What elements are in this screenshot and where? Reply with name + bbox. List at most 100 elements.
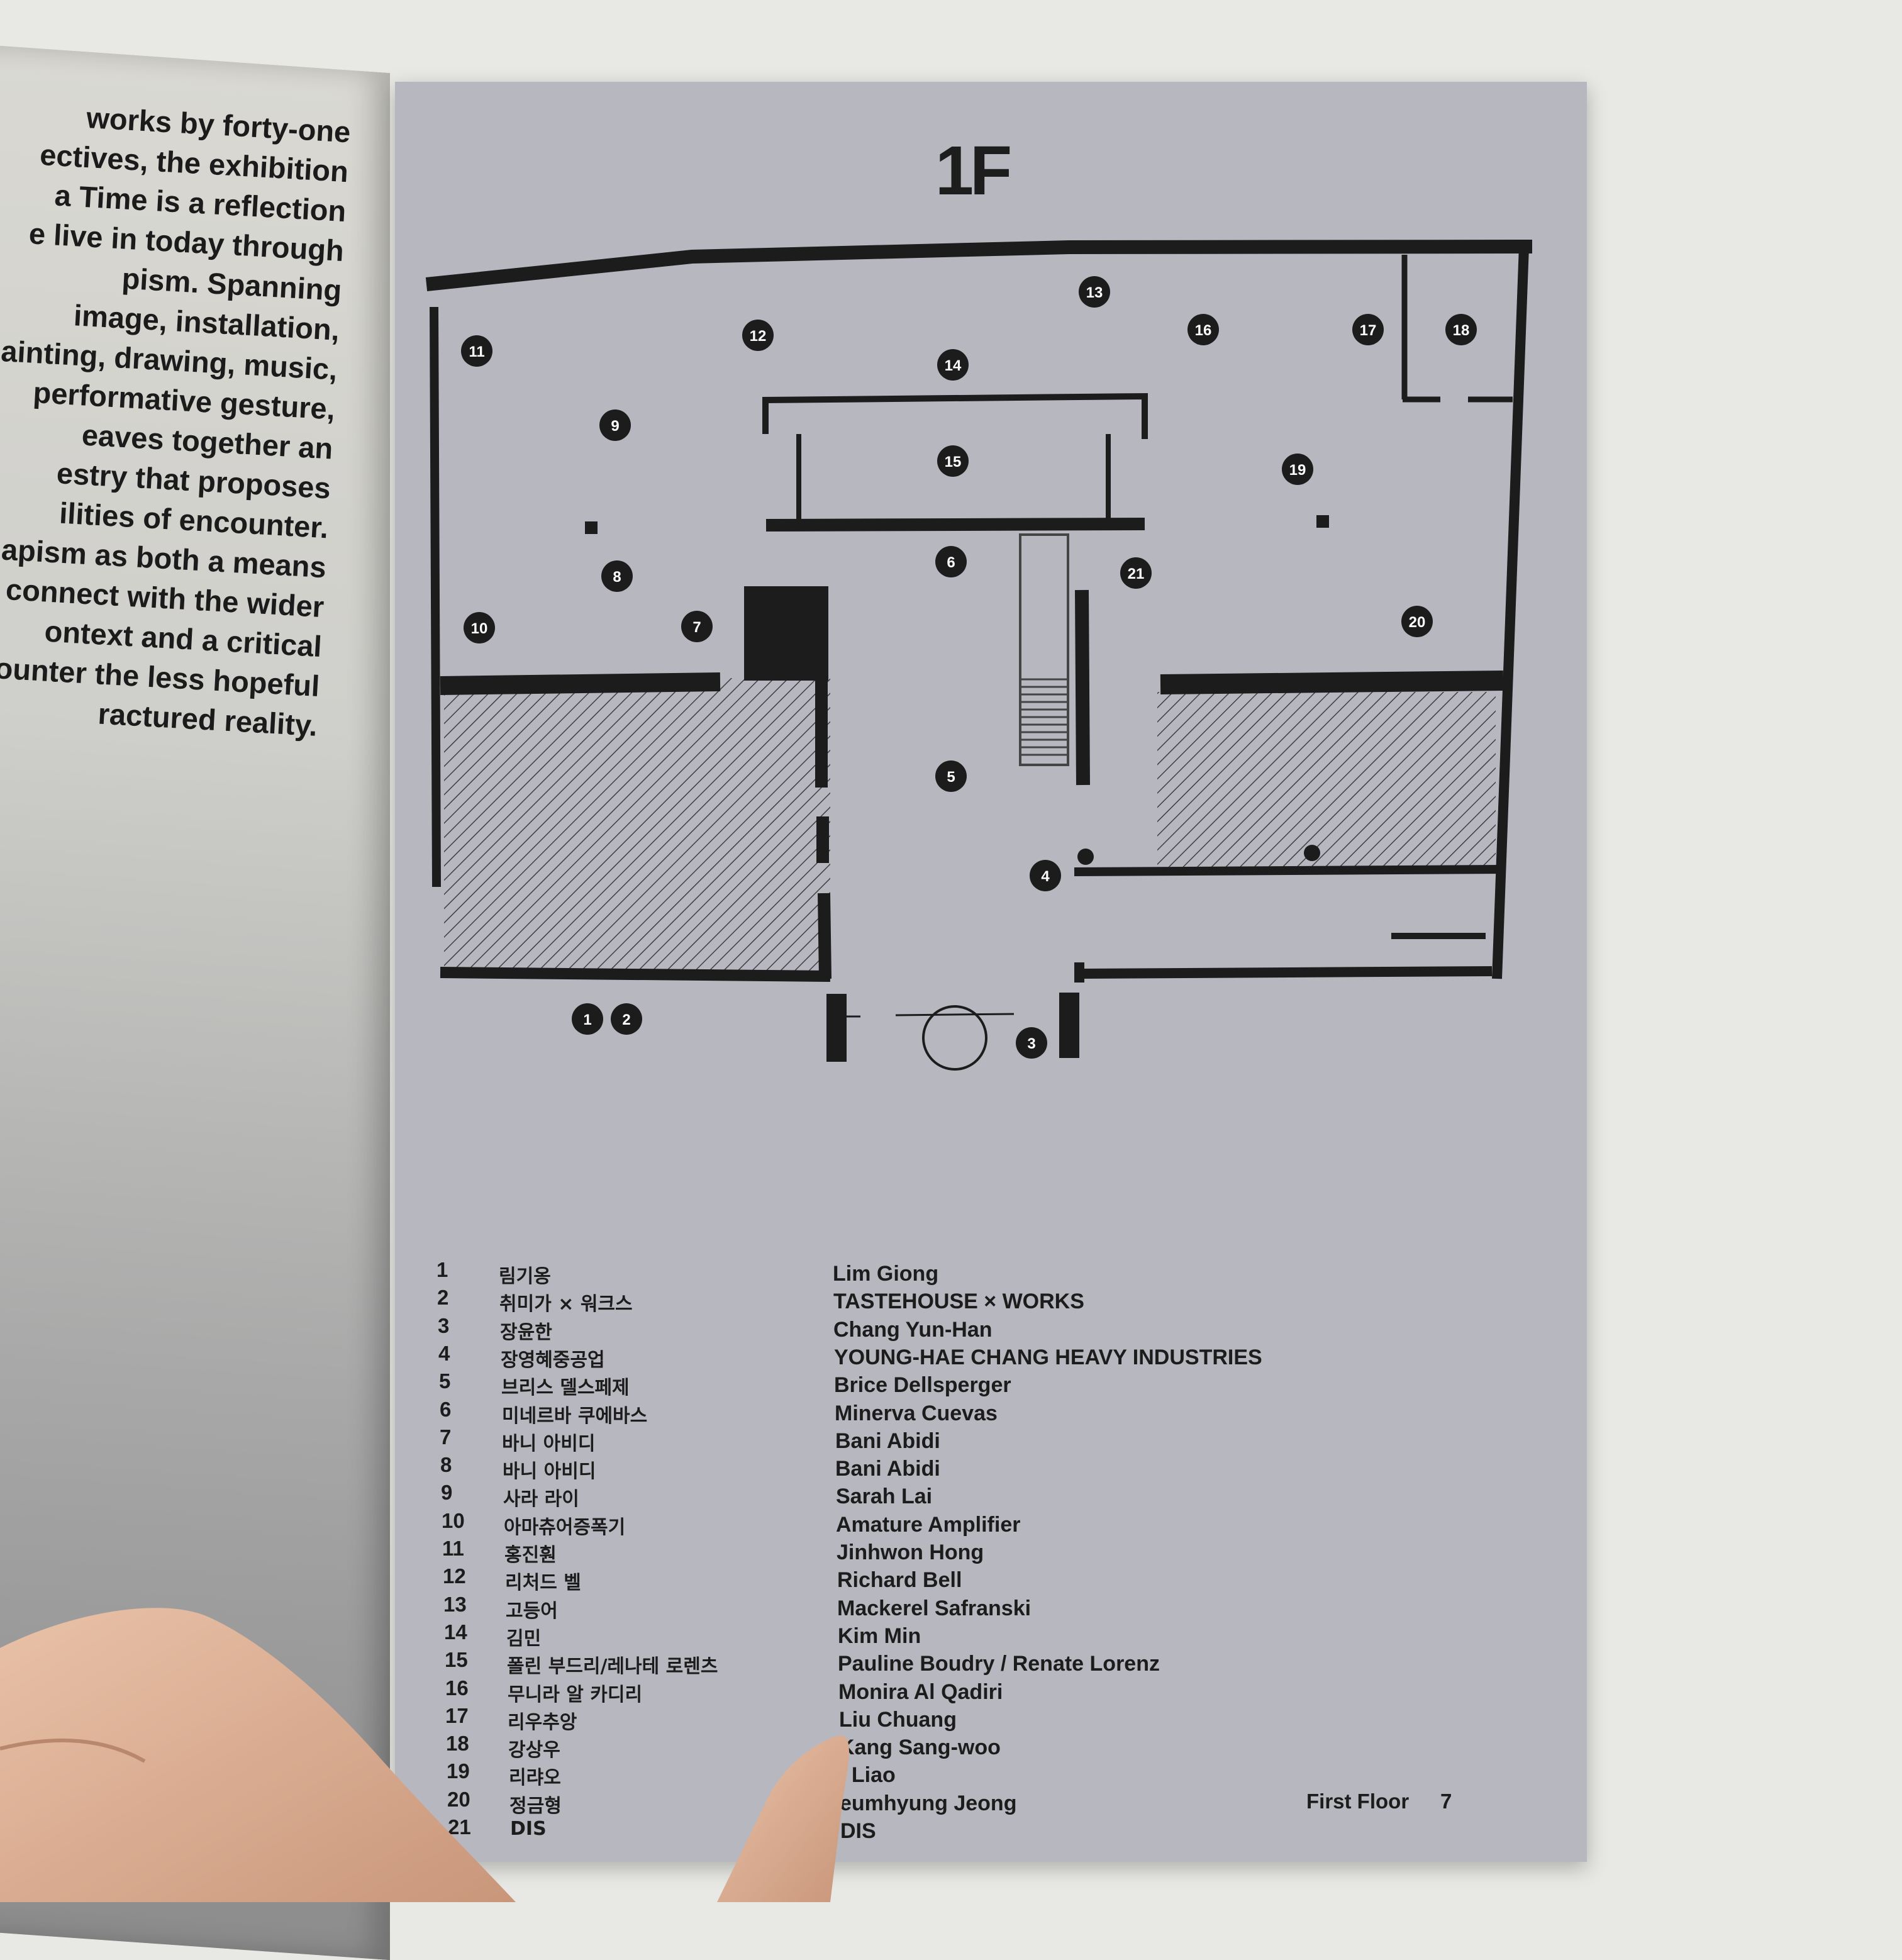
- artist-name-korean: 폴린 부드리/레나테 로렌츠: [507, 1656, 718, 1678]
- artwork-marker-17: 17: [1352, 314, 1384, 345]
- artist-number: 18: [446, 1732, 469, 1755]
- artist-number: 11: [442, 1537, 464, 1560]
- artist-number: 9: [441, 1481, 453, 1504]
- artwork-marker-18: 18: [1445, 314, 1477, 345]
- floor-title: 1F: [935, 132, 1012, 209]
- artwork-marker-21: 21: [1120, 557, 1152, 589]
- artist-name-korean: 고등어: [506, 1600, 558, 1622]
- artwork-marker-14: 14: [937, 349, 969, 381]
- marker-label: 17: [1360, 322, 1377, 339]
- artist-number: 17: [445, 1704, 469, 1727]
- marker-label: 10: [471, 620, 488, 637]
- entrance-post-right: [1059, 993, 1079, 1058]
- artwork-marker-11: 11: [461, 335, 492, 367]
- marker-label: 3: [1027, 1035, 1035, 1052]
- artist-name-english: DIS: [840, 1819, 876, 1843]
- marker-label: 5: [947, 769, 955, 786]
- artwork-marker-9: 9: [599, 409, 631, 441]
- artwork-marker-10: 10: [464, 612, 495, 643]
- marker-label: 4: [1041, 868, 1050, 885]
- artist-number: 1: [437, 1258, 448, 1281]
- artist-number: 7: [440, 1425, 452, 1449]
- marker-circle: [681, 611, 713, 642]
- artist-number: 3: [438, 1314, 450, 1337]
- artist-number: 21: [448, 1815, 471, 1839]
- artist-name-korean: 리처드 벨: [505, 1572, 581, 1594]
- artist-name-korean: 바니 아비디: [503, 1461, 596, 1483]
- artist-name-korean: DIS: [510, 1818, 547, 1840]
- artist-number: 8: [440, 1453, 452, 1476]
- marker-circle: [742, 320, 774, 351]
- marker-circle: [1445, 314, 1477, 345]
- artist-name-english: Bani Abidi: [835, 1457, 940, 1481]
- artist-name-english: Brice Dellsperger: [834, 1373, 1011, 1397]
- artwork-marker-19: 19: [1282, 454, 1313, 485]
- artwork-marker-3: 3: [1016, 1027, 1047, 1059]
- artist-name-english: Minerva Cuevas: [835, 1401, 998, 1425]
- marker-circle: [461, 335, 492, 367]
- artist-name-english: eumhyung Jeong: [840, 1791, 1017, 1815]
- artwork-marker-7: 7: [681, 611, 713, 642]
- artist-name-english: Monira Al Qadiri: [838, 1680, 1003, 1704]
- center-room: [762, 393, 1148, 439]
- marker-label: 13: [1086, 284, 1103, 301]
- artist-name-korean: 홍진훤: [504, 1544, 557, 1566]
- marker-label: 11: [469, 343, 484, 360]
- entrance-post-left: [826, 994, 847, 1062]
- artist-number: 10: [442, 1509, 465, 1532]
- artist-name-english: TASTEHOUSE × WORKS: [833, 1289, 1084, 1313]
- marker-circle: [572, 1003, 603, 1035]
- artist-number: 12: [443, 1564, 466, 1588]
- marker-circle: [1401, 606, 1433, 637]
- artist-name-english: Mackerel Safranski: [837, 1596, 1032, 1620]
- artist-name-korean: 무니라 알 카디리: [508, 1684, 643, 1706]
- marker-label: 7: [692, 619, 701, 636]
- marker-label: 18: [1453, 322, 1470, 339]
- artist-number: 13: [443, 1593, 467, 1616]
- marker-circle: [601, 560, 633, 592]
- right-wall: [1492, 246, 1529, 979]
- artist-name-english: Lim Giong: [833, 1262, 939, 1286]
- artist-name-english: Pauline Boudry / Renate Lorenz: [838, 1652, 1160, 1676]
- artist-number: 2: [437, 1286, 449, 1309]
- artist-name-english: Chang Yun-Han: [833, 1318, 993, 1342]
- artist-name-korean: 리우추앙: [508, 1712, 577, 1734]
- artist-name-korean: 아마츄어증폭기: [504, 1517, 626, 1539]
- stair: [1019, 533, 1069, 766]
- marker-label: 2: [622, 1011, 630, 1028]
- top-wall: [425, 240, 1533, 291]
- marker-circle: [611, 1003, 642, 1035]
- artist-name-english: Bani Abidi: [835, 1429, 940, 1453]
- marker-label: 14: [945, 357, 962, 374]
- artwork-marker-1: 1: [572, 1003, 603, 1035]
- artist-name-english: YOUNG-HAE CHANG HEAVY INDUSTRIES: [834, 1345, 1262, 1369]
- marker-circle: [464, 612, 495, 643]
- marker-label: 20: [1409, 614, 1426, 631]
- marker-label: 15: [945, 454, 962, 471]
- artwork-marker-8: 8: [601, 560, 633, 592]
- marker-label: 9: [611, 418, 619, 435]
- artist-name-korean: 브리스 델스페제: [501, 1377, 630, 1399]
- marker-circle: [599, 409, 631, 441]
- artist-name-english: Amature Amplifier: [836, 1513, 1021, 1537]
- artist-name-korean: 강상우: [508, 1739, 560, 1761]
- marker-circle: [937, 445, 969, 477]
- artist-name-english: Liu Chuang: [839, 1708, 957, 1732]
- artist-name-english: Sarah Lai: [836, 1484, 933, 1508]
- marker-circle: [1120, 557, 1152, 589]
- artist-number: 15: [445, 1648, 468, 1671]
- artist-name-english: i Liao: [840, 1763, 896, 1787]
- artist-number: 5: [439, 1369, 451, 1393]
- artist-name-korean: 취미가 × 워크스: [499, 1293, 633, 1315]
- marker-circle: [1352, 314, 1384, 345]
- artwork-marker-12: 12: [742, 320, 774, 351]
- hatched-block-right: [1157, 692, 1496, 867]
- marker-label: 8: [613, 569, 621, 586]
- left-wall: [430, 306, 441, 888]
- artist-name-korean: 장영혜중공업: [501, 1349, 605, 1371]
- artist-number: 14: [444, 1620, 467, 1644]
- artist-name-english: Kim Min: [838, 1624, 921, 1648]
- artist-number: 16: [445, 1676, 469, 1700]
- marker-circle: [1030, 860, 1061, 891]
